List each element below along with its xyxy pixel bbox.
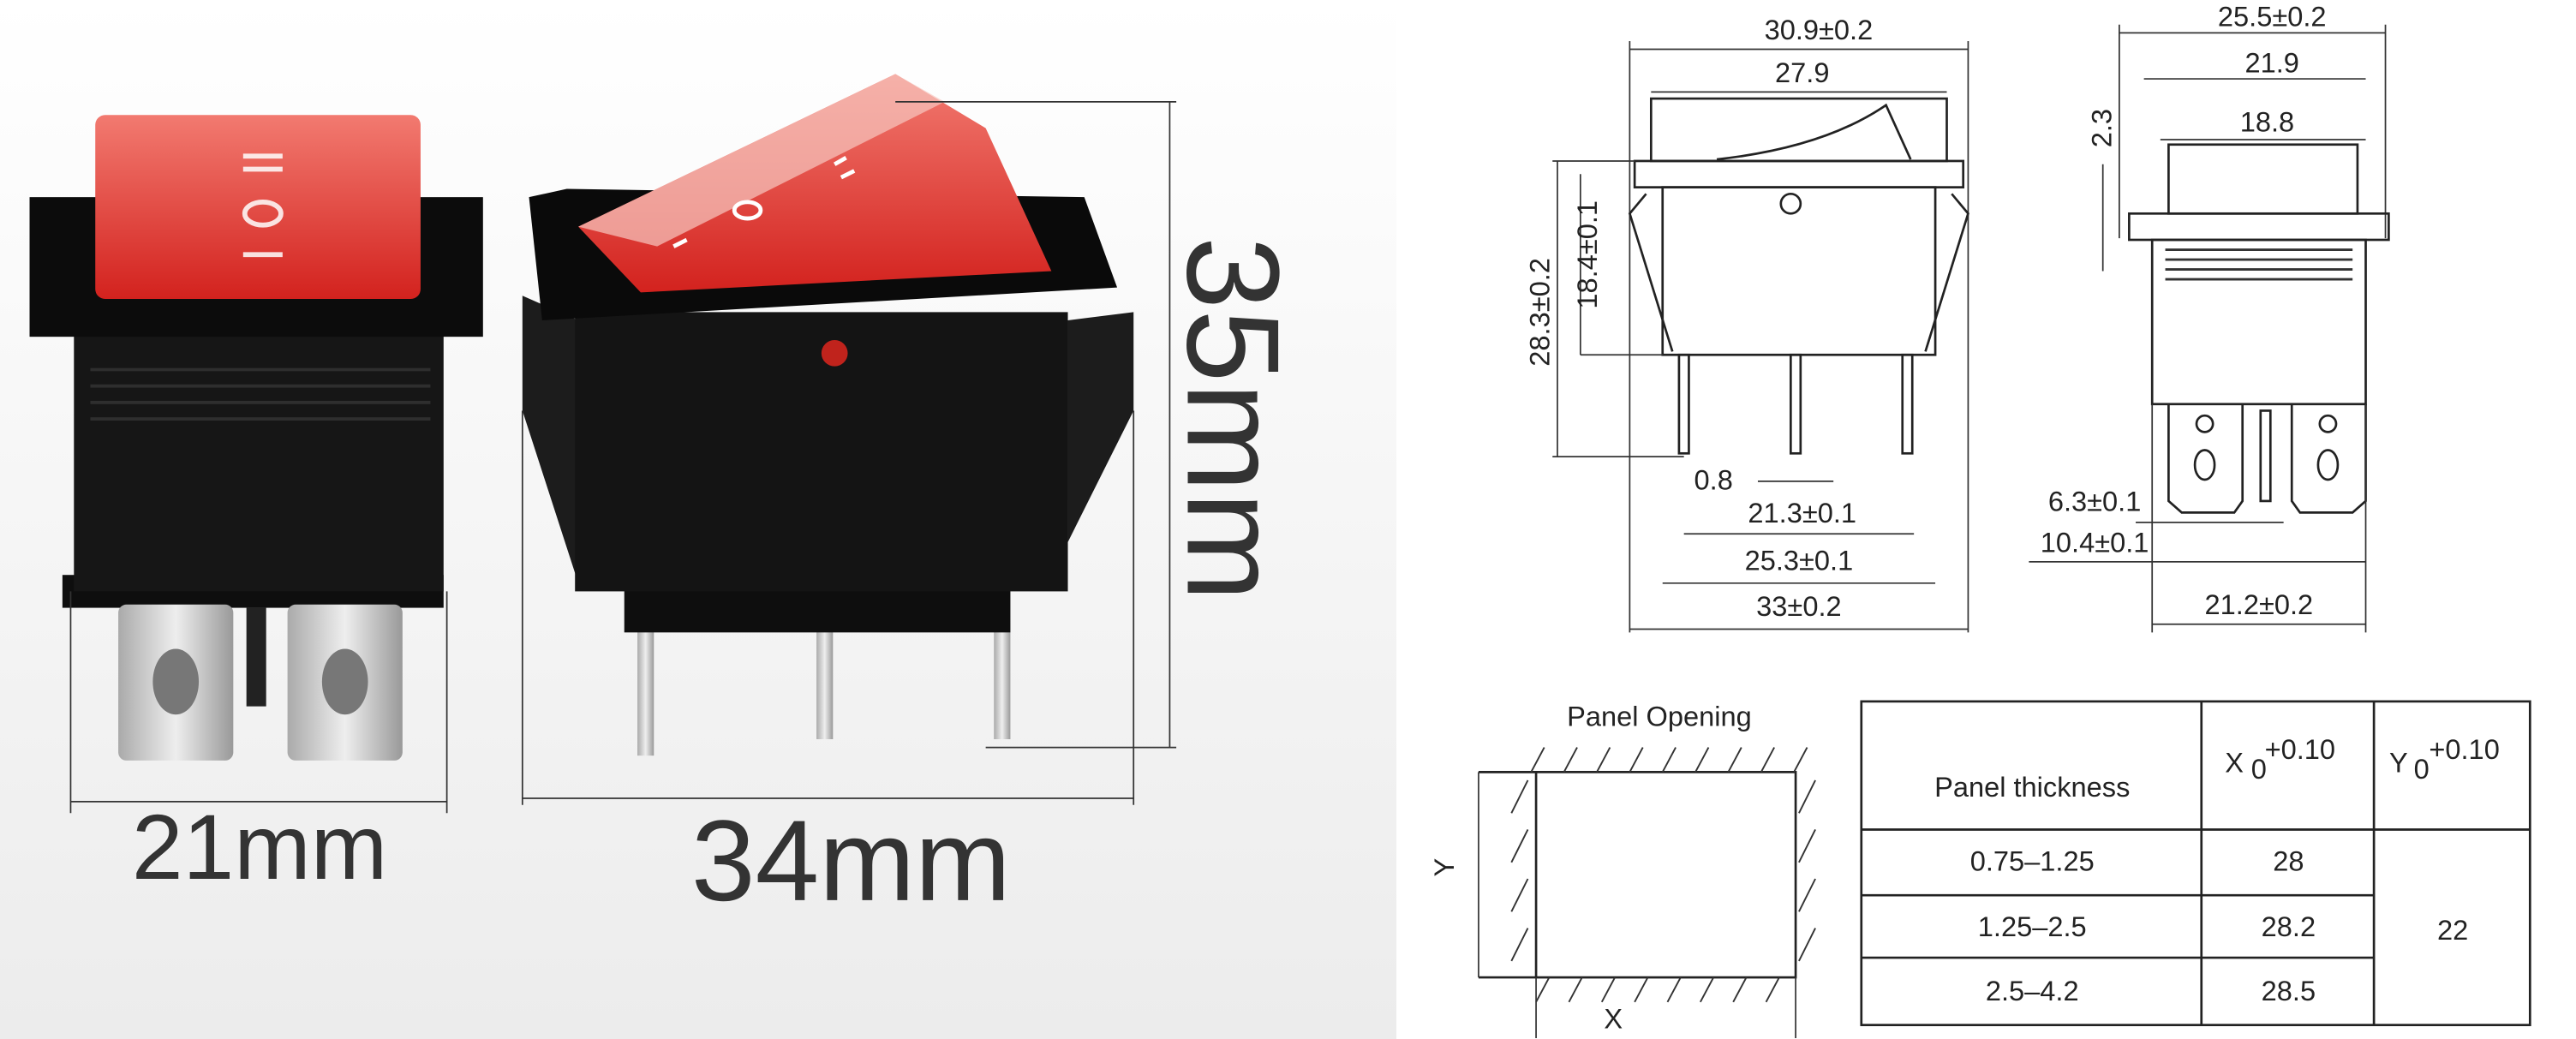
row-thickness: 1.25–2.5 — [1978, 911, 2087, 942]
row-thickness: 0.75–1.25 — [1970, 845, 2095, 876]
header-x-tolerance-lower: 0 — [2251, 753, 2267, 785]
drawing-side-view: 25.5±0.2 21.9 18.8 2.3 6.3±0.1 10.4±0.1 … — [2029, 1, 2390, 633]
header-x-symbol: X — [2225, 746, 2244, 778]
dim-overall-height: 28.3±0.2 — [1523, 258, 1555, 367]
dim-flange-thickness: 2.3 — [2085, 109, 2117, 147]
table-row: 0.75–1.25 28 — [1970, 845, 2304, 876]
dim-body-height: 18.4±0.1 — [1571, 200, 1603, 309]
table-header-thickness: Panel thickness — [1934, 771, 2130, 803]
header-y-symbol: Y — [2389, 746, 2408, 778]
panel-y-label: Y — [1428, 857, 1460, 876]
panel-opening-diagram: Panel Opening Y X — [1428, 701, 1816, 1039]
dim-tab-pitch: 10.4±0.1 — [2041, 526, 2149, 558]
panel-opening-title: Panel Opening — [1567, 701, 1752, 732]
rocker-button — [578, 74, 1052, 293]
product-photo: 21mm 34mm 35mm — [0, 0, 1397, 1039]
dim-pin-width: 0.8 — [1694, 464, 1733, 496]
dim-body-width: 21.9 — [2245, 46, 2299, 78]
table-row: 1.25–2.5 28.2 — [1978, 911, 2316, 942]
header-x-tolerance-upper: +0.10 — [2265, 733, 2335, 765]
row-x: 28.2 — [2262, 911, 2316, 942]
dim-base-width: 21.2±0.2 — [2205, 588, 2314, 620]
dim-tab-width: 6.3±0.1 — [2048, 485, 2142, 517]
panel-thickness-table: Panel thickness X +0.10 0 Y +0.10 0 0.75… — [1860, 700, 2531, 1027]
table-header-x: X +0.10 0 — [2225, 733, 2335, 785]
row-x: 28 — [2273, 845, 2304, 876]
height-label: 35mm — [1160, 236, 1307, 601]
dim-rocker-width: 27.9 — [1775, 57, 1829, 88]
panel-x-label: X — [1604, 1003, 1623, 1035]
dim-pin-span: 21.3±0.1 — [1748, 497, 1856, 528]
table-row: 2.5–4.2 28.5 — [1986, 975, 2316, 1006]
header-y-tolerance-upper: +0.10 — [2429, 733, 2499, 765]
dim-overall-width: 30.9±0.2 — [1765, 14, 1874, 45]
drawing-front-view: 30.9±0.2 27.9 28.3±0.2 18.4±0.1 0.8 21.3… — [1523, 14, 1969, 633]
dim-clip-span: 25.3±0.1 — [1745, 544, 1854, 576]
dim-flange-width: 25.5±0.2 — [2218, 1, 2327, 33]
rocker-button — [95, 115, 421, 300]
terminal — [287, 604, 403, 761]
table-y-value: 22 — [2437, 914, 2468, 946]
dim-total-width: 33±0.2 — [1756, 590, 1841, 622]
row-thickness: 2.5–4.2 — [1986, 975, 2079, 1006]
row-x: 28.5 — [2262, 975, 2316, 1006]
table-header-y: Y +0.10 0 — [2389, 733, 2500, 785]
terminal — [118, 604, 234, 761]
width-label-side: 34mm — [691, 797, 1011, 925]
switch-side-view — [522, 74, 1134, 756]
width-label-front: 21mm — [132, 796, 387, 899]
switch-front-view — [29, 115, 483, 761]
header-y-tolerance-lower: 0 — [2414, 753, 2430, 785]
dim-rocker-width-side: 18.8 — [2240, 105, 2294, 137]
photo-dimensions: 21mm 34mm 35mm — [69, 101, 1307, 925]
